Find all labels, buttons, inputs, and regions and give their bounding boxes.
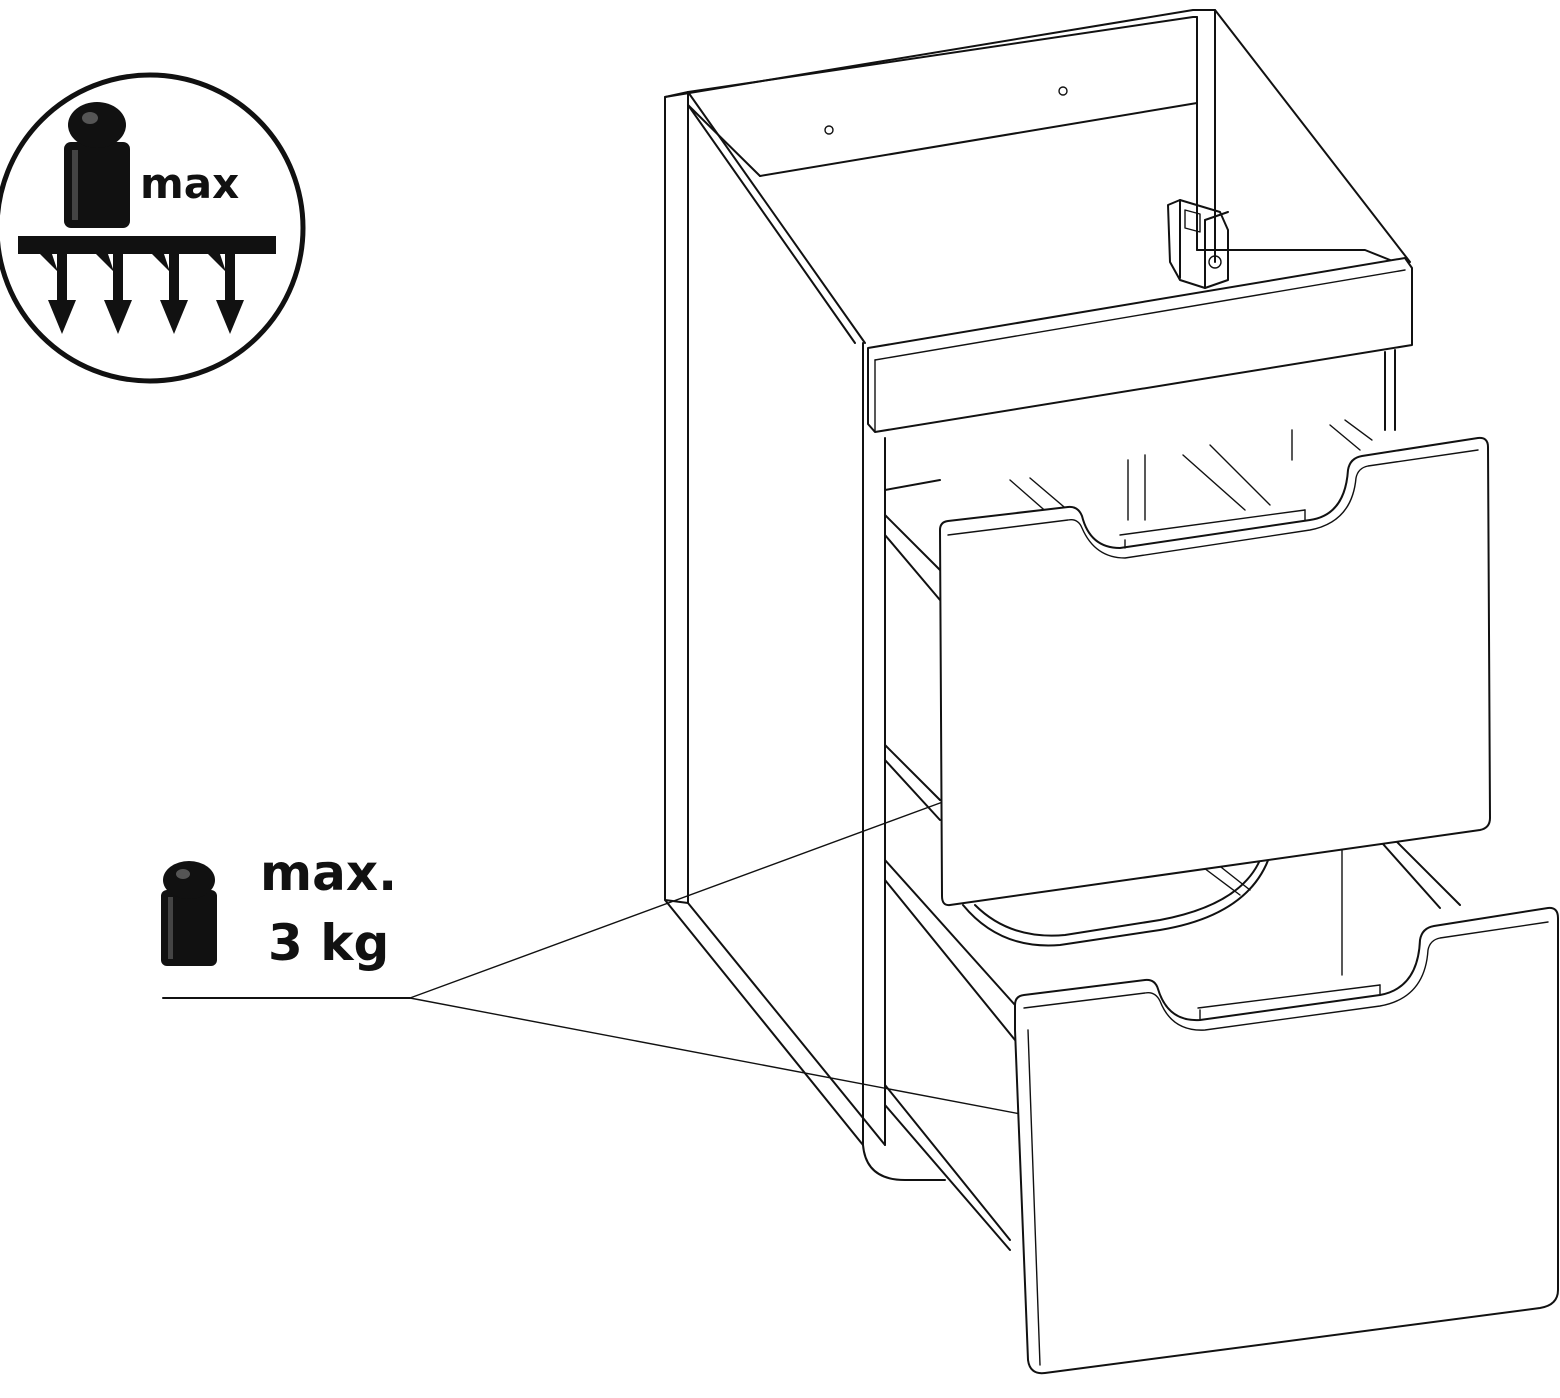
front-rail [867, 257, 1413, 433]
cabinet [664, 9, 1461, 1251]
badge-max-label: max [140, 159, 239, 208]
weight-icon [161, 861, 217, 966]
lower-drawer-front [1014, 906, 1559, 1375]
down-arrows-icon [40, 254, 244, 334]
callout-weight-text: 3 kg [268, 914, 389, 972]
cabinet-back-frame [664, 9, 1411, 263]
callout-max-text: max. [260, 844, 397, 902]
hinge-bracket [1167, 199, 1229, 289]
shelf-bar [18, 236, 276, 254]
max-load-badge: max [0, 72, 306, 384]
lower-drawer [1014, 906, 1559, 1375]
weight-load-icon [64, 102, 130, 228]
load-callout: max. 3 kg [161, 688, 1317, 1180]
upper-drawer [939, 436, 1491, 907]
upper-drawer-front [939, 436, 1491, 907]
cabinet-side-panel [664, 91, 689, 904]
